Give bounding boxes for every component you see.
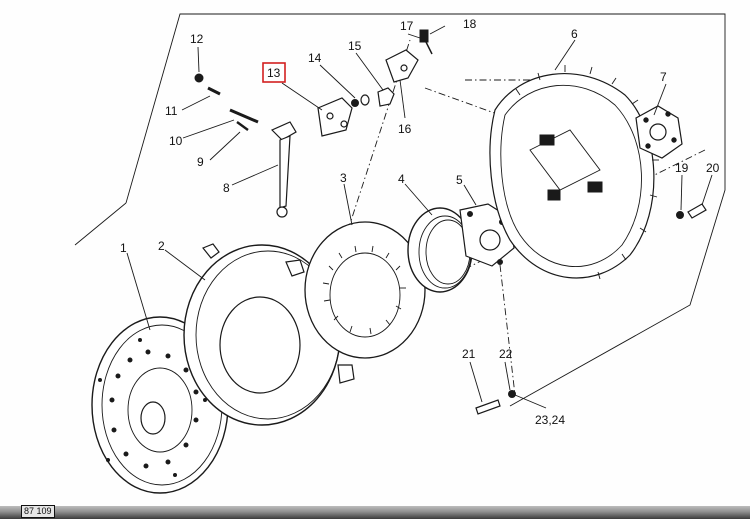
callout-3: 3 <box>340 171 347 185</box>
callout-9: 9 <box>197 155 204 169</box>
callout-12: 12 <box>190 32 204 46</box>
callout-13-highlight-box <box>262 62 286 83</box>
callout-19: 19 <box>675 161 689 175</box>
callout-13: 13 <box>267 66 281 80</box>
callout-22: 22 <box>499 347 513 361</box>
leader-lines <box>126 25 713 409</box>
callout-labels: 1 2 3 4 5 6 7 8 9 10 11 12 13 14 15 16 1… <box>120 17 720 427</box>
part-2-pressure-plate <box>183 243 355 426</box>
parts-9-12-pins <box>194 73 259 131</box>
callout-1: 1 <box>120 241 127 255</box>
parts-19-22-bolts <box>475 203 707 415</box>
part-7-bearing <box>635 105 683 159</box>
callout-2: 2 <box>158 239 165 253</box>
page-code-label: 87 109 <box>21 505 55 518</box>
callout-21: 21 <box>462 347 476 361</box>
callout-8: 8 <box>223 181 230 195</box>
callout-5: 5 <box>456 173 463 187</box>
callout-10: 10 <box>169 134 183 148</box>
part-3-clutch-cover <box>304 221 426 359</box>
page-footer-strip: 87 109 <box>0 505 750 519</box>
callout-15: 15 <box>348 39 362 53</box>
callout-23-24: 23,24 <box>535 413 565 427</box>
diagram-frame <box>74 13 726 407</box>
callout-11: 11 <box>165 104 178 118</box>
callout-17: 17 <box>400 19 414 33</box>
parts-14-18-hardware <box>351 29 433 107</box>
callout-16: 16 <box>398 122 412 136</box>
callout-4: 4 <box>398 172 405 186</box>
part-6-housing <box>489 65 659 280</box>
callout-6: 6 <box>571 27 578 41</box>
callout-20: 20 <box>706 161 720 175</box>
part-13-bracket <box>317 97 353 137</box>
callout-18: 18 <box>463 17 477 31</box>
part-8-lever <box>270 121 297 218</box>
callout-14: 14 <box>308 51 322 65</box>
callout-7: 7 <box>660 70 667 84</box>
